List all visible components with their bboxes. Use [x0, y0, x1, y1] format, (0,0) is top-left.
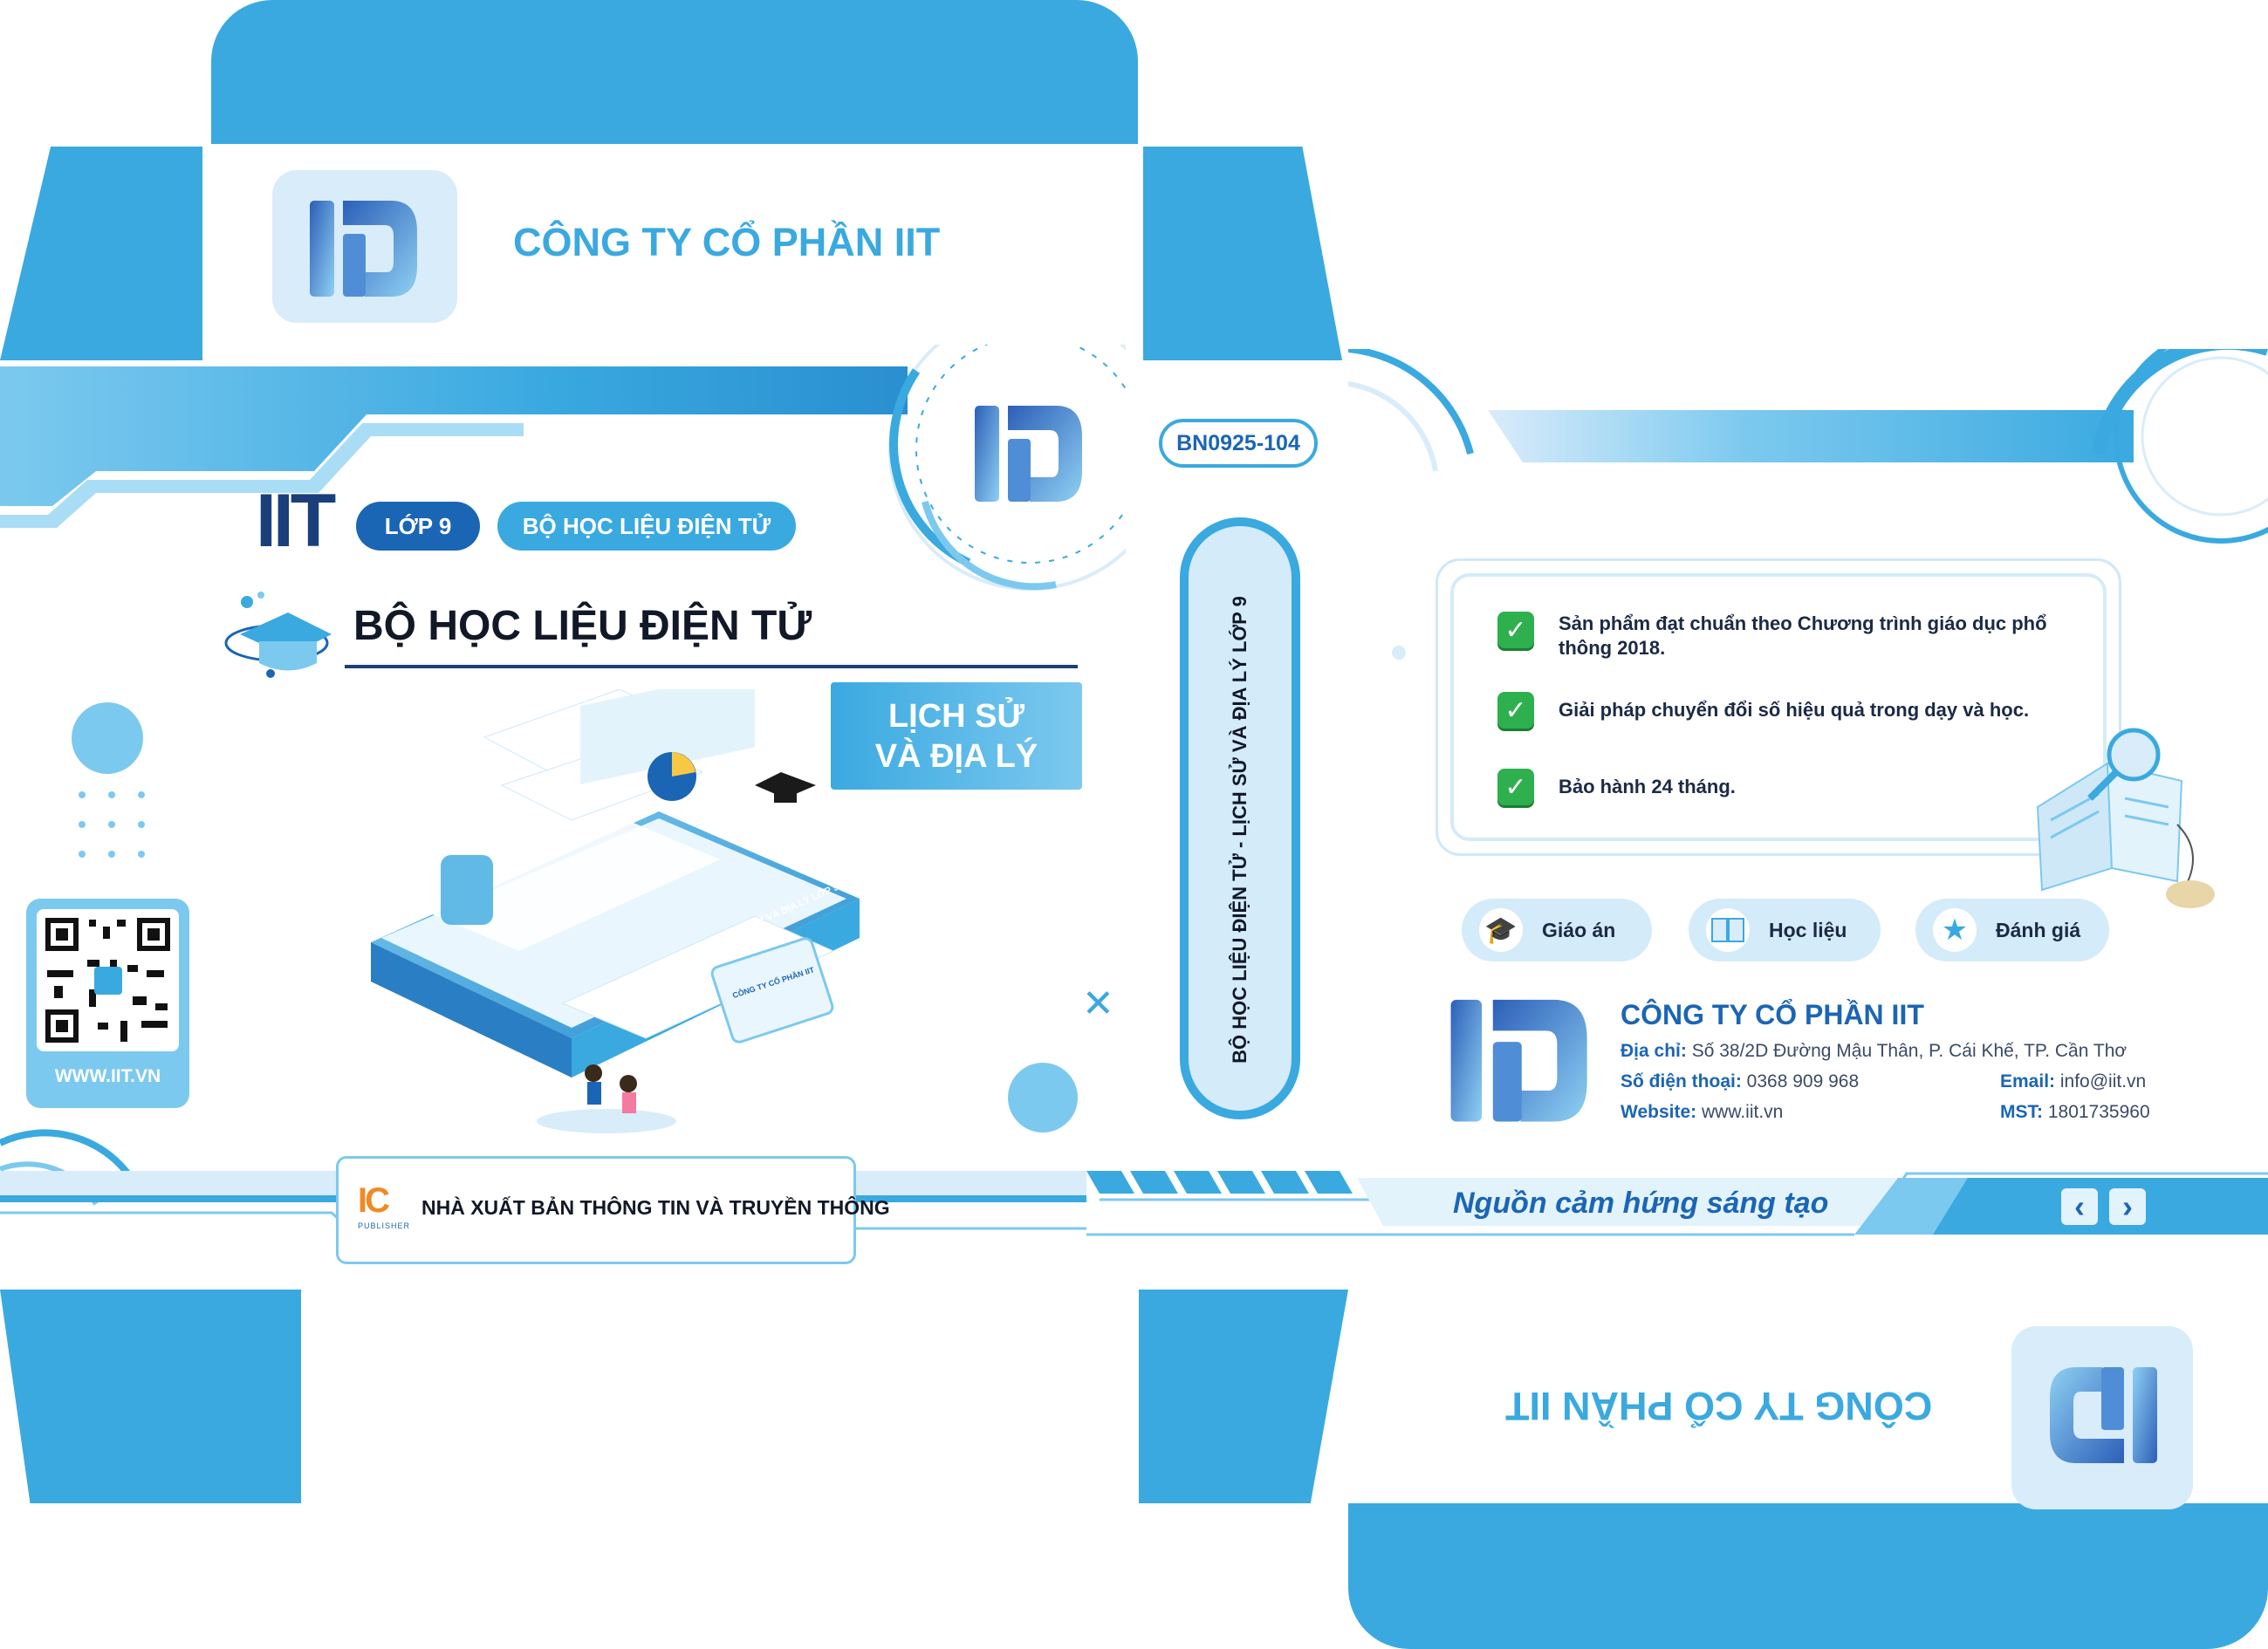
company-name: CÔNG TY CỔ PHẦN IIT [1620, 999, 1924, 1030]
features-inner-frame [1450, 573, 2107, 841]
website-label[interactable]: WWW.IIT.VN [54, 1066, 161, 1086]
bottom-left-dust-flap [0, 1290, 301, 1503]
top-right-dust-flap [1143, 147, 1342, 360]
subject-banner: LỊCH SỬ VÀ ĐỊA LÝ [831, 682, 1082, 790]
email-line: Email: info@iit.vn [2000, 1071, 2146, 1092]
top-company-name: CÔNG TY CỔ PHẦN IIT [513, 220, 941, 264]
publisher-logo-sub: PUBLISHER [358, 1221, 411, 1230]
book-mockup-illustration: HỌC LIỆU ĐIỆN TỬ - LỊCH SỬ VÀ ĐỊA LÝ LỚP… [371, 689, 860, 1133]
feature-item: ✓ Sản phẩm đạt chuẩn theo Chương trình g… [1497, 612, 2056, 660]
check-icon: ✓ [1497, 769, 1534, 805]
subject-line-1: LỊCH SỬ [887, 697, 1025, 735]
subject-line-2: VÀ ĐỊA LÝ [874, 737, 1038, 775]
bottom-mid-dust-flap [1139, 1290, 1348, 1503]
category-label: Giáo án [1542, 918, 1616, 941]
qr-code-icon [37, 909, 179, 1051]
front-iit-logo-icon [975, 406, 1082, 502]
email-value[interactable]: info@iit.vn [2059, 1071, 2147, 1091]
bottom-company-name: CÔNG TY CỔ PHẦN IIT [1505, 1384, 1933, 1428]
feature-text: Sản phẩm đạt chuẩn theo Chương trình giá… [1559, 612, 2047, 659]
prev-arrow-button[interactable]: ‹ [2061, 1188, 2098, 1225]
title-underline [345, 665, 1078, 668]
slogan: Nguồn cảm hứng sáng tạo [1453, 1187, 1829, 1220]
top-left-dust-flap [0, 147, 211, 360]
category-label: Đánh giá [1996, 918, 2081, 941]
deco-dot [1392, 646, 1406, 660]
close-icon: ✕ [1082, 982, 1114, 1025]
back-header-wave [1348, 349, 2268, 544]
next-arrow-button[interactable]: › [2109, 1188, 2146, 1225]
deco-dot-grid [79, 791, 145, 858]
series-badge: BỘ HỌC LIỆU ĐIỆN TỬ [497, 502, 796, 551]
front-tech-rings [888, 345, 1126, 591]
check-icon: ✓ [1497, 692, 1534, 729]
tax-value: 1801735960 [2047, 1102, 2150, 1122]
category-giao-an-button[interactable]: 🎓 Giáo án [1462, 899, 1652, 961]
graduation-cap-icon [224, 592, 332, 678]
qr-card: WWW.IIT.VN [26, 899, 189, 1108]
top-logo-tile [272, 170, 457, 323]
book-icon [1706, 908, 1750, 952]
spine-capsule: BỘ HỌC LIỆU ĐIỆN TỬ - LỊCH SỬ VÀ ĐỊA LÝ … [1180, 517, 1300, 1119]
website-label-info: Website: [1620, 1102, 1697, 1122]
address-line: Địa chỉ: Số 38/2D Đường Mậu Thân, P. Cái… [1620, 1041, 2127, 1062]
star-icon: ★ [1933, 908, 1977, 952]
iit-logo-icon [310, 201, 417, 297]
open-book-magnifier-icon [2036, 728, 2215, 908]
deco-circle-small [1008, 1063, 1078, 1132]
feature-item: ✓ Bảo hành 24 tháng. [1497, 769, 2056, 805]
email-label: Email: [2000, 1071, 2056, 1091]
publisher-name: NHÀ XUẤT BẢN THÔNG TIN VÀ TRUYỀN THÔNG [421, 1196, 890, 1219]
bottom-logo-tile [2011, 1326, 2193, 1509]
phone-label: Số điện thoại: [1620, 1071, 1742, 1091]
address-value: Số 38/2D Đường Mậu Thân, P. Cái Khế, TP.… [1691, 1041, 2128, 1061]
publisher-logo-icon: IC [358, 1181, 390, 1220]
company-iit-logo-icon [1450, 999, 1587, 1122]
publisher-box: IC PUBLISHER NHÀ XUẤT BẢN THÔNG TIN VÀ T… [336, 1156, 890, 1264]
top-tuck-flap [211, 0, 1138, 147]
brand-wordmark: IIT [256, 479, 336, 563]
product-code-badge: BN0925-104 [1159, 419, 1318, 468]
category-hoc-lieu-button[interactable]: Học liệu [1689, 899, 1881, 961]
front-header-wave [0, 366, 908, 528]
iit-logo-icon [2050, 1367, 2157, 1464]
feature-item: ✓ Giải pháp chuyển đổi số hiệu quả trong… [1497, 692, 2056, 729]
feature-text: Bảo hành 24 tháng. [1559, 776, 1736, 797]
feature-text: Giải pháp chuyển đổi số hiệu quả trong d… [1559, 699, 2030, 721]
bottom-tuck-flap [1348, 1503, 2268, 1649]
website-line: Website: www.iit.vn [1620, 1102, 1783, 1123]
graduation-cap-icon: 🎓 [1479, 908, 1523, 952]
tax-label: MST: [2000, 1102, 2043, 1122]
features-card: ✓ Sản phẩm đạt chuẩn theo Chương trình g… [1435, 558, 2121, 856]
category-label: Học liệu [1769, 918, 1847, 941]
tax-line: MST: 1801735960 [2000, 1102, 2150, 1123]
grade-badge: LỚP 9 [356, 502, 480, 551]
category-danh-gia-button[interactable]: ★ Đánh giá [1915, 899, 2109, 961]
spine-text: BỘ HỌC LIỆU ĐIỆN TỬ - LỊCH SỬ VÀ ĐỊA LÝ … [1229, 596, 1250, 1064]
phone-line: Số điện thoại: 0368 909 968 [1620, 1071, 1859, 1092]
phone-value[interactable]: 0368 909 968 [1746, 1071, 1860, 1091]
address-label: Địa chỉ: [1620, 1041, 1687, 1061]
website-value[interactable]: www.iit.vn [1701, 1102, 1784, 1122]
deco-circle-large [72, 702, 143, 774]
product-title: BỘ HỌC LIỆU ĐIỆN TỬ [353, 603, 812, 649]
check-icon: ✓ [1497, 612, 1534, 648]
